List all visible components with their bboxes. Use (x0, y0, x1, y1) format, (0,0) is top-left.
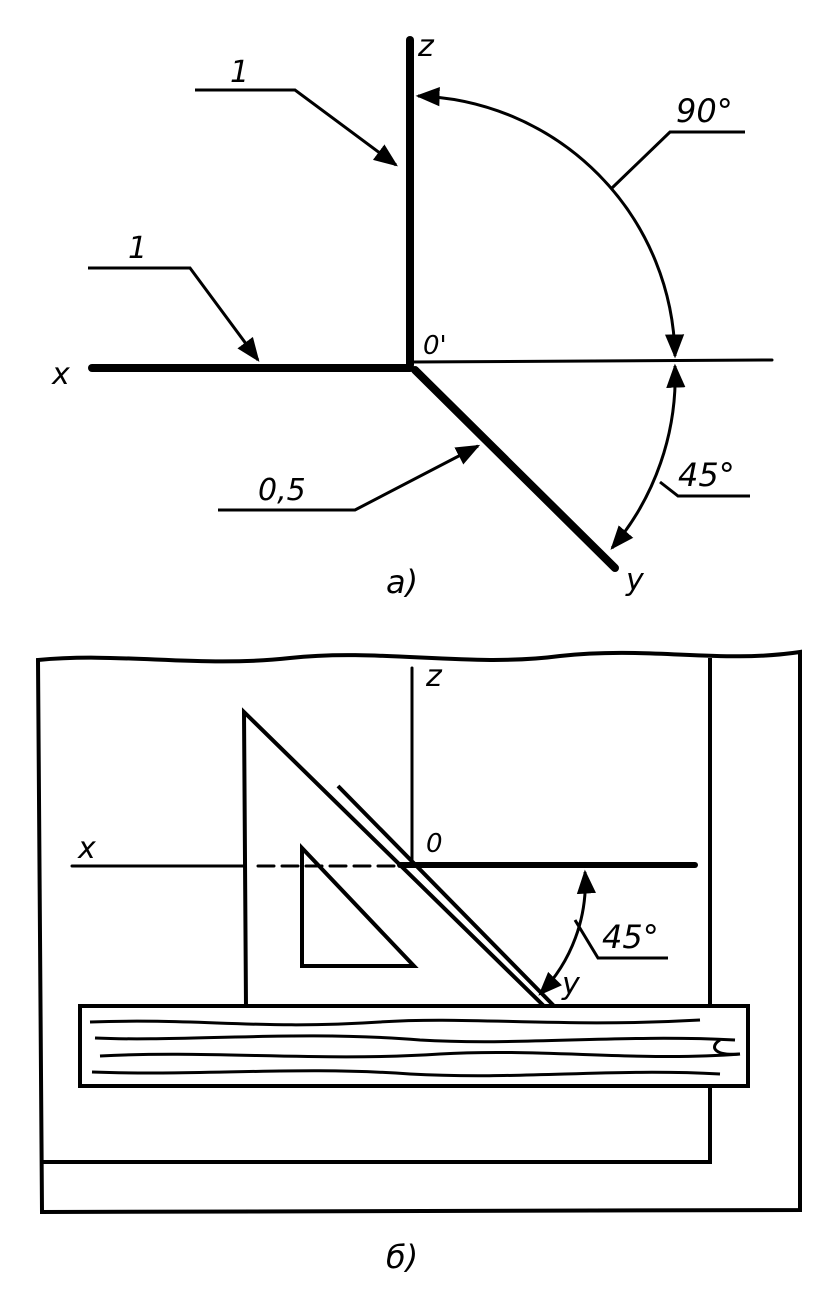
angle-90-label: 90° (676, 92, 733, 130)
leader-45-a (659, 480, 750, 498)
leader-y-coef (218, 444, 481, 512)
y-label-b: y (561, 967, 581, 1002)
caption-a: а) (386, 563, 418, 601)
caption-b: б) (386, 1238, 418, 1276)
angle-45-label-b: 45° (602, 918, 659, 956)
paper-sheet (42, 658, 712, 1164)
drawing-board (35, 649, 802, 1215)
origin-label-a: 0' (423, 331, 447, 361)
coef-z-label: 1 (230, 55, 249, 90)
set-square-outer (241, 707, 550, 1012)
arc-90-a (415, 87, 685, 359)
leader-x-coef (88, 266, 260, 362)
arc-45-a (610, 363, 686, 550)
x-label-b: x (77, 831, 96, 866)
diagram-b: 45° z x y 0 б) (35, 649, 802, 1276)
leader-90 (610, 130, 745, 190)
horizontal-reference-a (408, 358, 774, 364)
y-label-a: y (625, 563, 645, 598)
leader-z-coef (195, 88, 398, 167)
coef-x-label: 1 (128, 231, 147, 266)
x-label-a: x (51, 357, 70, 392)
hypotenuse-edge-line (336, 784, 558, 1010)
arc-45-b (538, 869, 596, 996)
origin-label-b: 0 (426, 829, 443, 859)
z-label-b: z (425, 659, 443, 694)
ruler-woodgrain (89, 1018, 741, 1078)
z-label-a: z (417, 29, 435, 64)
coef-y-label: 0,5 (258, 473, 306, 508)
diagram-a: z x y 0' 1 1 0,5 90° 45° а) (51, 29, 774, 601)
y-axis-a (411, 366, 619, 572)
set-square-cutout (300, 842, 419, 968)
leader-45-b (573, 919, 668, 960)
angle-45-label-a: 45° (678, 456, 735, 494)
